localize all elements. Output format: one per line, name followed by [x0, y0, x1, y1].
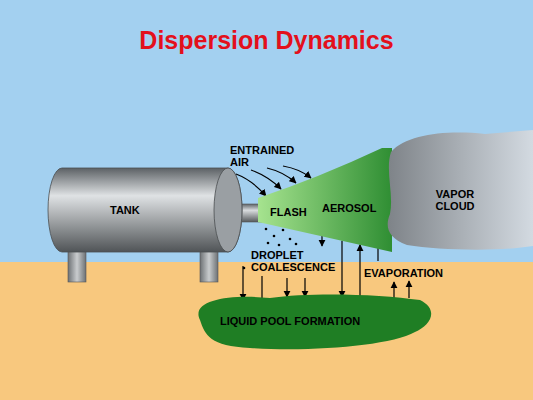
flash-plume: FLASH AEROSOL: [258, 148, 392, 252]
diagram-title: Dispersion Dynamics: [0, 26, 533, 55]
node-text: LIQUID POOL FORMATION: [220, 315, 360, 327]
node-text: AEROSOL: [322, 202, 376, 214]
node-outline: [258, 148, 392, 252]
flow-arrow: [341, 241, 342, 297]
node-outline: [40, 160, 252, 260]
tank-cylinder: TANK: [40, 160, 252, 260]
vapor-cloud: VAPOR CLOUD: [383, 128, 533, 252]
liquid-pool: LIQUID POOL FORMATION: [190, 290, 435, 352]
node-text: VAPOR CLOUD: [429, 188, 481, 212]
node-text: TANK: [110, 204, 140, 216]
flow-arrow: [359, 245, 360, 297]
ground: [0, 262, 533, 400]
node-text: FLASH: [270, 206, 307, 218]
edge-label: EVAPORATION: [364, 267, 443, 279]
sky: [0, 0, 533, 262]
free-label: ENTRAINED AIR: [230, 144, 310, 168]
free-label: DROPLET COALESCENCE: [251, 249, 335, 273]
